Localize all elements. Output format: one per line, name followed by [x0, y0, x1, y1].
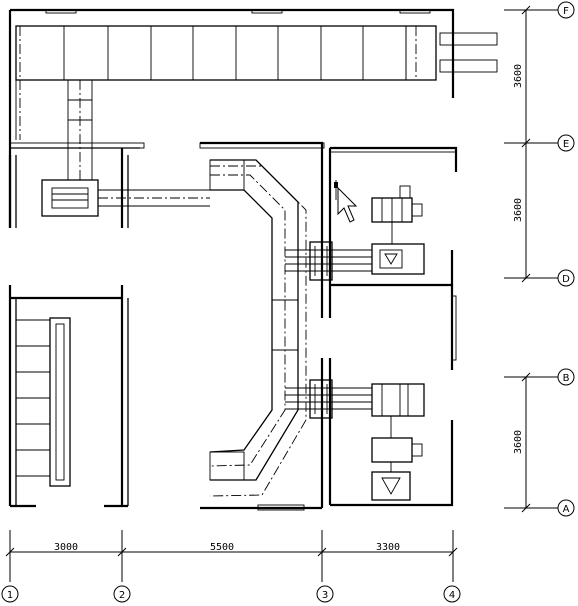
dim-label-v3: 3600: [513, 430, 524, 454]
stair-room: [8, 285, 129, 508]
dimension-line-vertical: 3600 3600 3600: [504, 5, 558, 513]
transfer-duct: [98, 189, 210, 207]
dim-label-1: 3000: [54, 542, 78, 553]
mixer-box: [41, 179, 99, 217]
pipes-lower: [285, 379, 372, 419]
axis-col-2: 2: [119, 590, 125, 601]
chute-vertical: [67, 80, 93, 180]
dim-label-v1: 3600: [513, 64, 524, 88]
dimension-line-horizontal: 3000 5500 3300: [5, 530, 458, 582]
cursor-icon: [334, 182, 358, 223]
dim-label-2: 5500: [210, 542, 234, 553]
axis-row-b: B: [563, 373, 570, 384]
axis-row-f: F: [563, 6, 569, 17]
dim-label-3: 3300: [376, 542, 400, 553]
axis-row-a: A: [563, 504, 570, 515]
right-rooms: [328, 146, 458, 507]
machine-lower: [371, 383, 425, 501]
axis-col-4: 4: [449, 590, 455, 601]
top-room: [8, 8, 498, 228]
axis-col-3: 3: [322, 590, 328, 601]
pipes-upper: [285, 241, 372, 281]
dim-label-v2: 3600: [513, 198, 524, 222]
machine-upper: [371, 185, 425, 275]
middle-room: [199, 141, 325, 511]
axis-col-1: 1: [7, 590, 13, 601]
column-2-walls: [8, 148, 129, 228]
axis-row-e: E: [563, 139, 569, 150]
column-axis-bubbles: 1 2 3 4: [1, 585, 461, 603]
axis-row-d: D: [562, 274, 570, 285]
conveyor-segments: [63, 26, 407, 80]
row-axis-bubbles: F E D B A: [557, 1, 575, 517]
